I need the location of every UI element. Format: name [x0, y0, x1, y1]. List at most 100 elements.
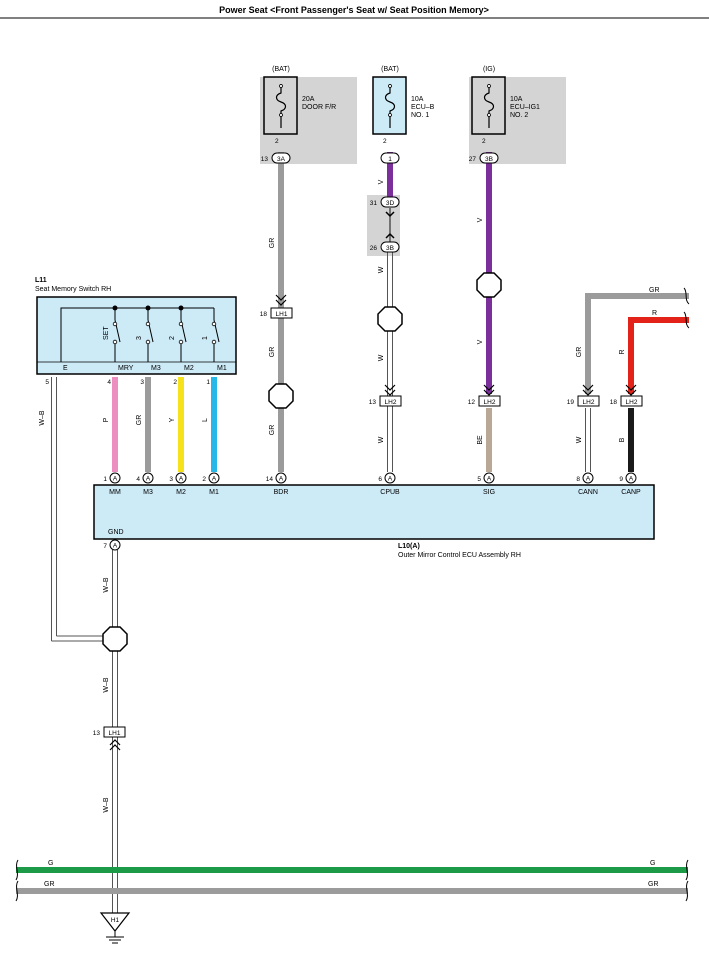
- bus-g-right-label: G: [650, 860, 655, 867]
- svg-text:3B: 3B: [386, 245, 394, 252]
- ecu-terminal-canp: A 9 CANP: [619, 472, 641, 496]
- lh-connector-canp: LH2 18: [610, 384, 643, 407]
- svg-text:1: 1: [103, 476, 107, 483]
- svg-text:A: A: [586, 476, 591, 483]
- seat-memory-switch: L11 Seat Memory Switch RH: [35, 277, 237, 386]
- svg-text:LH2: LH2: [484, 399, 496, 406]
- wire-label: BE: [477, 435, 484, 445]
- svg-text:3: 3: [169, 476, 173, 483]
- fuse-name: ECU–IG1: [510, 104, 540, 111]
- fuse-name: DOOR F/R: [302, 104, 336, 111]
- switch-pin-m3: M3: [151, 365, 161, 372]
- lh-connector-cpub: LH2 13: [369, 384, 402, 407]
- connector-3b-junction: 3B 26: [370, 241, 400, 253]
- svg-text:31: 31: [370, 200, 378, 207]
- svg-text:A: A: [179, 476, 184, 483]
- connector-3b-fuse: 3B 27: [469, 152, 499, 164]
- fuse-pin: 2: [482, 138, 486, 145]
- svg-text:26: 26: [370, 245, 378, 252]
- ecu-terminal-cann: A 8 CANN: [576, 472, 598, 496]
- svg-text:A: A: [629, 476, 634, 483]
- lh-connector-sig: LH2 12: [468, 384, 501, 407]
- svg-text:LH1: LH1: [109, 730, 121, 737]
- svg-text:5: 5: [477, 476, 481, 483]
- ecu-terminal-gnd: A 7: [103, 539, 121, 551]
- svg-text:A: A: [487, 476, 492, 483]
- svg-text:13: 13: [369, 399, 377, 406]
- switch-pin-num: 4: [107, 379, 111, 386]
- fuse-door-fr: (BAT) 20A DOOR F/R 2: [260, 66, 357, 164]
- fuse-name-2: NO. 1: [411, 112, 429, 119]
- wire-label: GR: [269, 425, 276, 436]
- switch-pin-mry: MRY: [118, 365, 134, 372]
- wire-label: W: [378, 354, 385, 361]
- fuse-rating: 10A: [510, 96, 523, 103]
- ecu-name: Outer Mirror Control ECU Assembly RH: [398, 552, 521, 559]
- ecu-terminal-bdr: A 14 BDR: [266, 472, 288, 496]
- fuse-pin: 2: [383, 138, 387, 145]
- svg-text:CANN: CANN: [578, 489, 598, 496]
- fuse-name: ECU–B: [411, 104, 435, 111]
- svg-text:A: A: [113, 476, 118, 483]
- switch-label-set: SET: [103, 326, 110, 340]
- svg-text:A: A: [279, 476, 284, 483]
- svg-text:13: 13: [93, 730, 101, 737]
- fuse-rating: 20A: [302, 96, 315, 103]
- switch-pin-num: 2: [173, 379, 177, 386]
- svg-text:18: 18: [610, 399, 618, 406]
- wire-label: GR: [269, 238, 276, 249]
- ecu-terminal-m2: A 3 M2: [169, 472, 187, 496]
- wire-label: Y: [169, 417, 176, 422]
- svg-text:1: 1: [388, 156, 392, 163]
- wire-label: GR: [269, 347, 276, 358]
- bus-g-left-label: G: [48, 860, 53, 867]
- svg-text:LH1: LH1: [276, 311, 288, 318]
- outer-mirror-ecu: GND L10(A) Outer Mirror Control ECU Asse…: [93, 484, 655, 559]
- connector-1: 1: [380, 152, 400, 164]
- ecu-terminal-m1: A 2 M1: [202, 472, 220, 496]
- fuse-name-2: NO. 2: [510, 112, 528, 119]
- svg-text:4: 4: [136, 476, 140, 483]
- ground-h1: H1: [99, 912, 131, 944]
- splice-bdr: [268, 383, 294, 409]
- svg-text:LH2: LH2: [626, 399, 638, 406]
- svg-text:LH2: LH2: [385, 399, 397, 406]
- connector-3d: 3D 31: [370, 196, 400, 208]
- svg-text:CANP: CANP: [621, 489, 641, 496]
- switch-pin-num: 5: [45, 379, 49, 386]
- svg-text:2: 2: [202, 476, 206, 483]
- switch-pin-num: 3: [140, 379, 144, 386]
- wire-label: V: [477, 217, 484, 222]
- svg-text:M2: M2: [176, 489, 186, 496]
- svg-text:13: 13: [261, 156, 269, 163]
- switch-label-2: 2: [169, 336, 176, 340]
- fuse-ecu-ig1: (IG) 10A ECU–IG1 NO. 2 2: [469, 66, 566, 164]
- wire-label: GR: [649, 287, 660, 294]
- wire-label: W–B: [39, 410, 46, 426]
- wire-label: V: [477, 339, 484, 344]
- ecu-code: L10(A): [398, 543, 420, 550]
- svg-text:3A: 3A: [277, 156, 286, 163]
- wire-label: V: [378, 179, 385, 184]
- svg-text:A: A: [113, 543, 118, 550]
- svg-text:8: 8: [576, 476, 580, 483]
- svg-text:M1: M1: [209, 489, 219, 496]
- svg-text:9: 9: [619, 476, 623, 483]
- svg-text:3D: 3D: [386, 200, 395, 207]
- wire-label: B: [619, 437, 626, 442]
- svg-text:CPUB: CPUB: [380, 489, 400, 496]
- switch-code: L11: [35, 277, 47, 284]
- fuse-pin: 2: [275, 138, 279, 145]
- wire-label: W–B: [103, 577, 110, 593]
- switch-pin-m2: M2: [184, 365, 194, 372]
- diagram-title: Power Seat <Front Passenger's Seat w/ Se…: [219, 5, 489, 15]
- splice-gnd: [102, 626, 128, 652]
- fuse-rating: 10A: [411, 96, 424, 103]
- bus-gr-left-label: GR: [44, 881, 55, 888]
- ecu-gnd-label: GND: [108, 529, 124, 536]
- fuse-ecu-b: (BAT) 10A ECU–B NO. 1 2: [372, 66, 435, 145]
- wire-label: R: [652, 310, 657, 317]
- bus-gr-right-label: GR: [648, 881, 659, 888]
- fuse-source-label: (IG): [483, 66, 495, 73]
